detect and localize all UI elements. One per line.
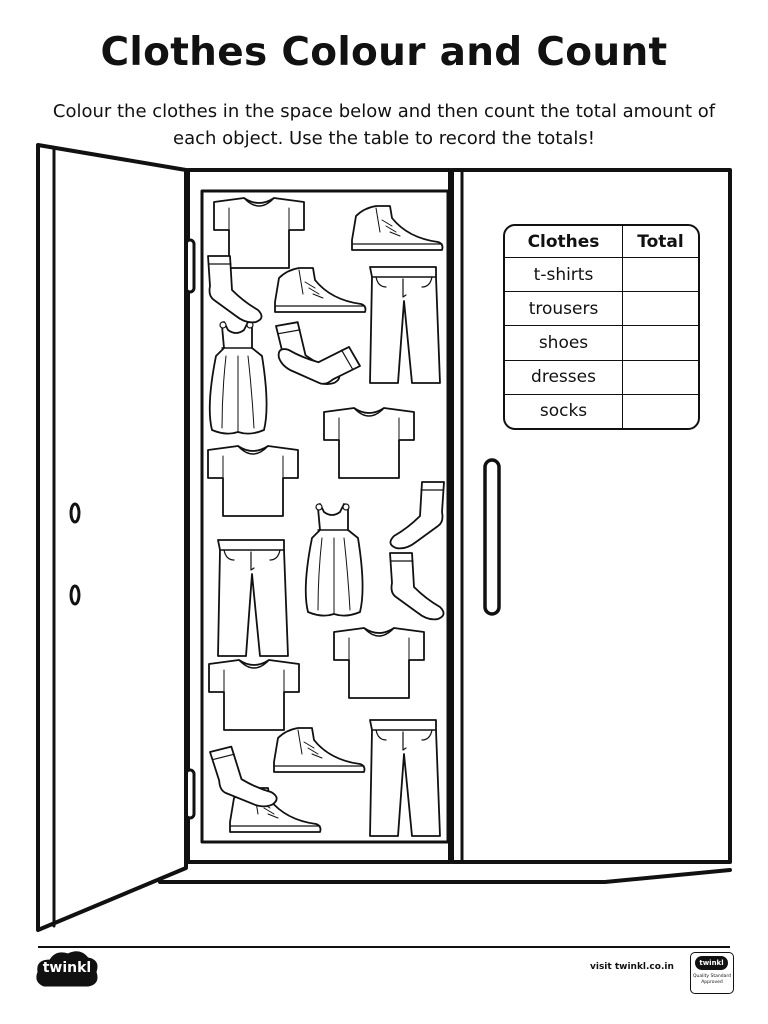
row-total[interactable] (622, 359, 698, 395)
page-title: Clothes Colour and Count (100, 30, 668, 75)
table-row: trousers (505, 291, 698, 327)
row-item: trousers (505, 291, 623, 327)
visit-link[interactable]: visit twinkl.co.in (590, 962, 674, 972)
badge-logo: twinkl (695, 956, 728, 970)
wardrobe-base (158, 868, 732, 884)
twinkl-logo: twinkl (36, 954, 98, 988)
table-row: dresses (505, 359, 698, 395)
table-row: t-shirts (505, 257, 698, 293)
table-row: shoes (505, 325, 698, 361)
right-door-handle (483, 458, 501, 616)
quality-badge: twinkl Quality Standard Approved (690, 952, 734, 994)
table-row: socks (505, 393, 698, 428)
instructions: Colour the clothes in the space below an… (40, 98, 728, 152)
row-total[interactable] (622, 393, 698, 428)
logo-text: twinkl (42, 960, 92, 976)
badge-text: Quality Standard Approved (693, 974, 731, 985)
footer-divider (38, 946, 730, 948)
totals-table: Clothes Total t-shirts trousers shoes dr… (503, 224, 700, 430)
header-total: Total (622, 226, 698, 259)
row-item: socks (505, 393, 623, 428)
row-item: dresses (505, 359, 623, 395)
row-total[interactable] (622, 325, 698, 361)
table-header-row: Clothes Total (505, 226, 698, 259)
row-total[interactable] (622, 291, 698, 327)
row-item: shoes (505, 325, 623, 361)
instructions-line-1: Colour the clothes in the space below an… (52, 101, 716, 122)
instructions-line-2: each object. Use the table to record the… (173, 128, 595, 149)
row-item: t-shirts (505, 257, 623, 293)
row-total[interactable] (622, 257, 698, 293)
wardrobe-left-door (36, 143, 188, 932)
header-clothes: Clothes (505, 226, 623, 259)
